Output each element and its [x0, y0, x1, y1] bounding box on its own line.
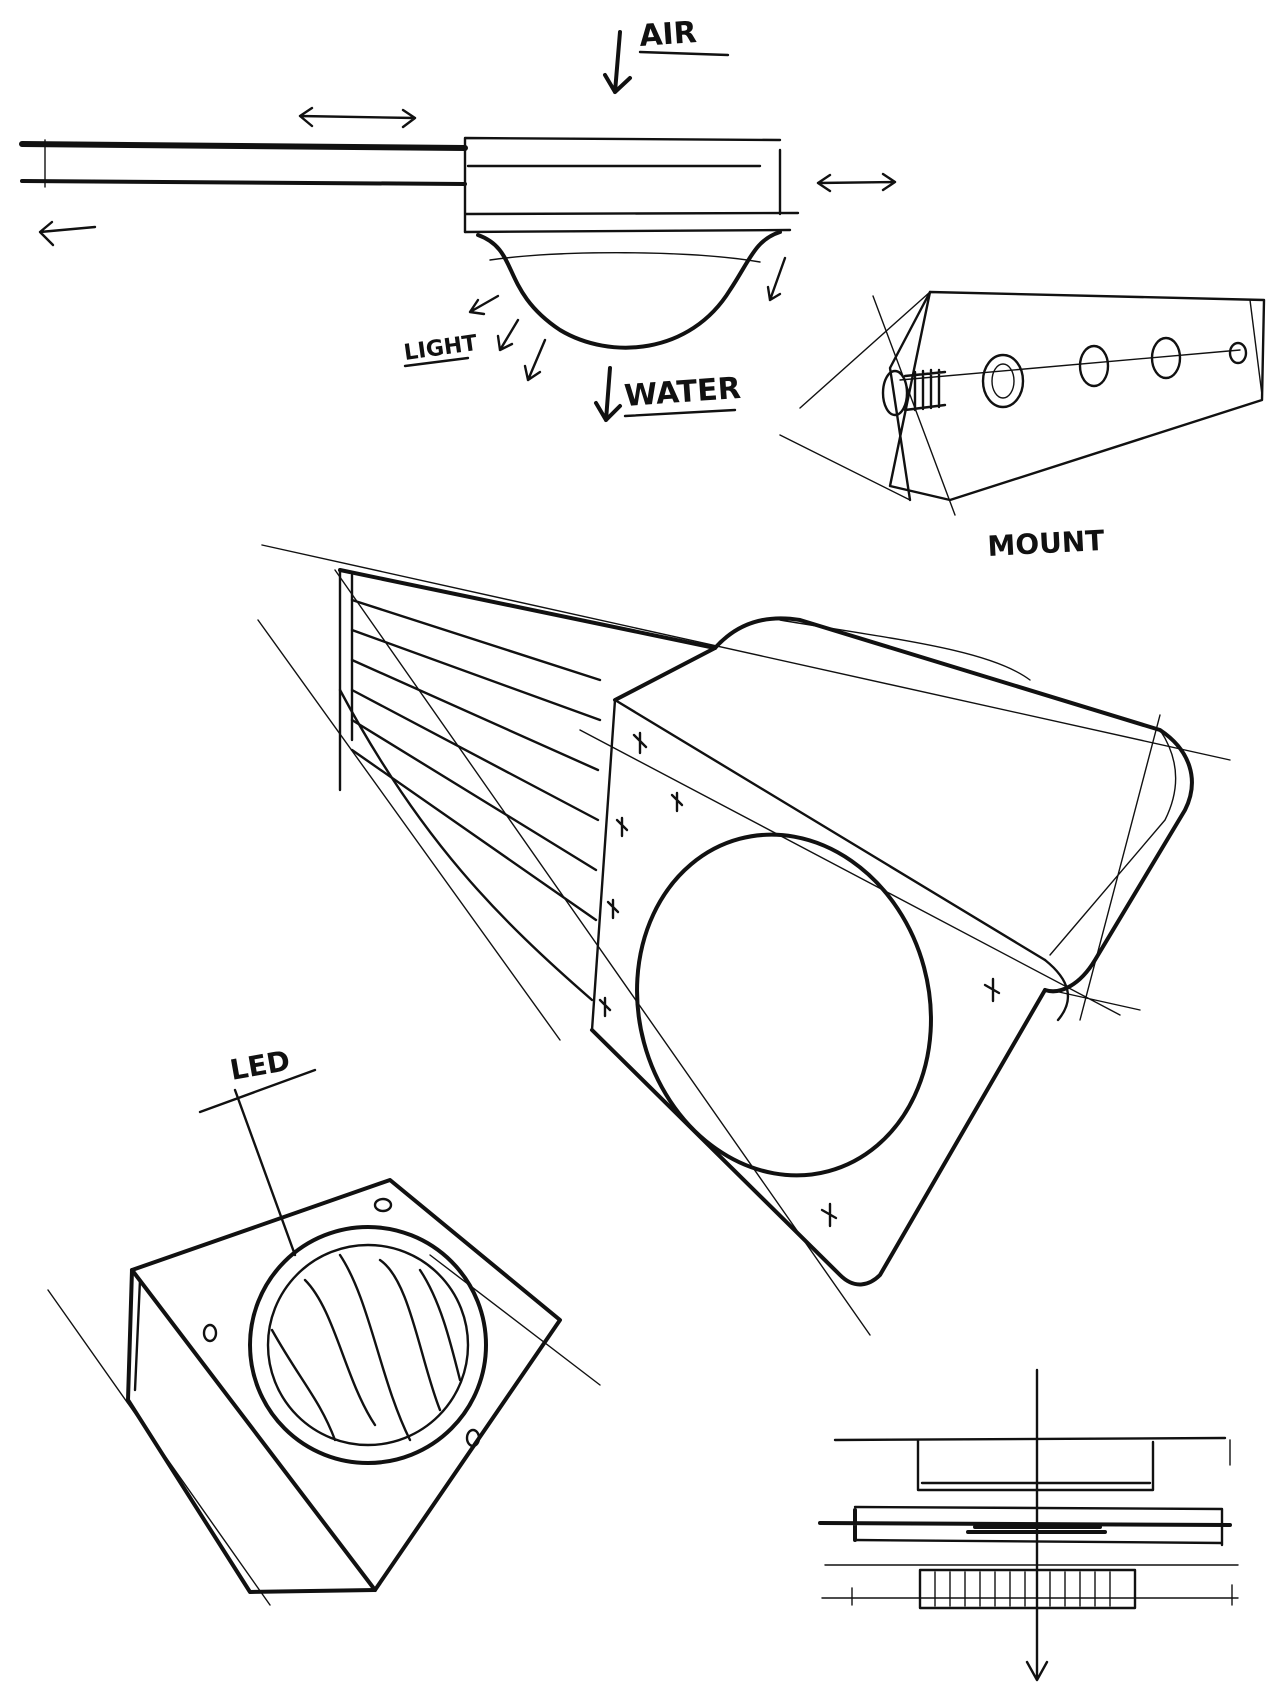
slide-arrow-left — [298, 106, 417, 129]
screw-head — [881, 369, 909, 417]
screw-mark-7 — [820, 1202, 838, 1228]
air-underline — [638, 50, 730, 57]
louver-top-edge — [338, 568, 717, 650]
section-top-plate — [833, 1436, 1227, 1492]
led-outer-ring — [248, 1225, 488, 1465]
screw-mark-5 — [598, 996, 612, 1018]
light-arrow-2 — [496, 318, 520, 352]
louver-bottom-curve — [338, 688, 594, 1002]
section-view — [818, 1368, 1239, 1682]
screw-mark-6 — [983, 977, 1001, 1003]
head-box — [463, 136, 800, 234]
section-heatsink-fins — [934, 1571, 1111, 1607]
box-top-curve — [779, 619, 1031, 681]
mount-label: MOUNT — [987, 524, 1106, 563]
led-leader-line — [233, 1088, 297, 1257]
head-box-bottom — [463, 228, 792, 234]
hole-3 — [1228, 341, 1248, 365]
water-label: WATER — [623, 371, 742, 414]
water-underline — [623, 408, 737, 418]
box-side-edge — [1049, 729, 1177, 956]
hole-2 — [1150, 336, 1182, 380]
led-side-face — [126, 1268, 377, 1594]
mount-construction-lines — [779, 291, 1263, 516]
led-label: LED — [227, 1044, 292, 1087]
dome-rim — [489, 252, 761, 263]
section-middle-bar — [818, 1508, 1232, 1542]
lens-circle — [635, 832, 933, 1178]
section-base-line — [821, 1584, 1239, 1606]
led-side-edge — [133, 1278, 142, 1392]
screw-mark-3 — [615, 816, 629, 838]
mount-axis-line — [899, 349, 1241, 381]
louver-fins — [350, 598, 602, 922]
louver-end — [338, 568, 354, 792]
light-arrow-1 — [468, 294, 500, 316]
screw-thread — [903, 368, 947, 412]
mount-detail — [779, 290, 1266, 516]
section-heatsink — [918, 1568, 1137, 1610]
dome-outline — [476, 230, 782, 350]
light-arrow-4 — [766, 256, 787, 302]
air-label: AIR — [638, 15, 698, 54]
box-front-bottom — [590, 988, 1047, 1287]
screw-mark-1 — [632, 731, 648, 755]
led-module — [47, 1068, 601, 1606]
box-corner-round — [1043, 958, 1070, 1022]
mount-end-face — [888, 290, 932, 502]
section-led-core — [966, 1525, 1107, 1534]
light-underline — [403, 356, 470, 368]
arm-top-edge — [19, 141, 468, 151]
mount-bar-outline — [888, 290, 1266, 502]
washer-large — [981, 353, 1025, 409]
box-top-outline — [613, 616, 1194, 994]
screw-mark-4 — [606, 898, 620, 920]
retract-arrow — [38, 220, 97, 247]
led-mount-hole-3 — [465, 1428, 481, 1448]
led-top-face — [130, 1178, 562, 1592]
led-inner-ring — [266, 1243, 470, 1447]
hole-1 — [1078, 344, 1110, 388]
led-underline — [198, 1068, 317, 1114]
box-front-edges — [590, 698, 1047, 1032]
section-middle-body — [853, 1505, 1224, 1547]
light-label: LIGHT — [402, 331, 478, 366]
water-arrow — [594, 366, 622, 422]
construction-lines — [257, 544, 1231, 1336]
screw-mark-2 — [670, 791, 684, 813]
air-arrow — [603, 30, 632, 94]
slide-arrow-right — [816, 172, 897, 193]
perspective-lamp-head — [257, 544, 1231, 1336]
arm-bottom-edge — [20, 179, 467, 186]
side-view-lamp-head — [19, 30, 897, 422]
led-mount-hole-1 — [373, 1197, 393, 1213]
led-heatsink-fins — [270, 1253, 462, 1442]
washer-large-hole — [991, 363, 1015, 399]
light-arrow-3 — [523, 338, 547, 382]
led-mount-hole-2 — [202, 1323, 218, 1343]
